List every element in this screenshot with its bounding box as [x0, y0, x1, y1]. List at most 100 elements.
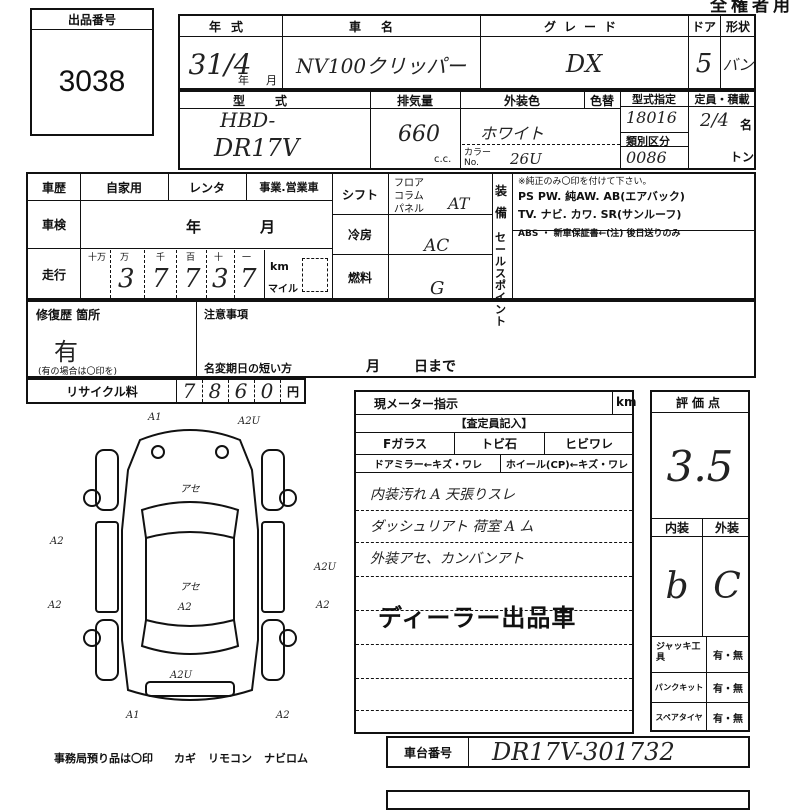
- history-label: 車歴: [41, 180, 66, 195]
- car-damage-diagram: A1 A2U A2 A2 A2 A2U A2 A1 A2U A2 アセ アセ: [30, 410, 350, 740]
- shift-option-column: コラム: [394, 191, 424, 202]
- year-value: 31/4: [188, 47, 252, 81]
- chassis-value: DR17V-301732: [492, 738, 675, 766]
- shift-option-floor: フロア: [394, 178, 424, 189]
- doors-label: ドア: [691, 19, 716, 34]
- type-value-line1: HBD-: [220, 108, 276, 132]
- roof-mark: アセ: [180, 582, 200, 593]
- comment-line1: 内装汚れ A 天張りスレ: [370, 487, 516, 503]
- history-option-business: 事業.営業車: [259, 181, 319, 194]
- equip-line2: TV. ナビ. カワ. SR(サンルーフ): [518, 208, 682, 221]
- section-title: 【査定員記入】: [455, 417, 533, 430]
- vehicle-header-table: 年式 車名 グレード ドア 形状 31/4 年 月 NV100クリッパー DX …: [178, 14, 756, 90]
- windshield-label: Fガラス: [383, 436, 427, 451]
- inspection-month: 月: [260, 218, 276, 236]
- inspection-year: 年: [186, 218, 202, 236]
- office-item-remote: リモコン: [208, 752, 252, 765]
- displacement-label: 排気量: [396, 93, 433, 108]
- color-no-label: カラーNo.: [464, 148, 492, 168]
- fuel-label: 燃料: [347, 270, 372, 285]
- listing-number: 3038: [58, 65, 126, 98]
- category-label: 類別区分: [626, 135, 670, 148]
- damage-mark-front-right: A2U: [238, 416, 261, 427]
- digit-label-100k: 十万: [88, 253, 107, 263]
- grade-label: グレード: [543, 19, 624, 34]
- recycle-table: リサイクル料 7 8 6 0 円: [26, 378, 306, 404]
- repair-table: 修復歴 箇所 有 (有の場合は〇印を) 注意事項 名変期日の短い方 月 日まで: [26, 300, 756, 378]
- doors-value: 5: [695, 49, 713, 79]
- damage-mark-right-mid: A2U: [314, 562, 337, 573]
- model-name-value: NV100クリッパー: [295, 53, 467, 78]
- digit-label-1k: 千: [156, 253, 166, 263]
- office-item-navi: ナビロム: [264, 752, 308, 765]
- digit-label-10k: 万: [120, 253, 130, 263]
- shape-label: 形状: [725, 19, 750, 34]
- jack-label: ジャッキ工具: [656, 642, 701, 663]
- recycle-unit: 円: [286, 384, 299, 399]
- year-unit: 年: [238, 74, 249, 87]
- type-value-line2: DR17V: [214, 134, 300, 162]
- name-change-label: 名変期日の短い方: [204, 362, 292, 375]
- chassis-label: 車台番号: [403, 745, 452, 760]
- displacement-unit: c.c.: [434, 154, 452, 165]
- digit-label-10: 十: [214, 253, 224, 263]
- digit-label-1: 一: [242, 253, 252, 263]
- mileage-label: 走行: [41, 267, 66, 282]
- listing-number-box: 出品番号 3038: [30, 8, 154, 136]
- color-no-value: 26U: [510, 150, 542, 168]
- capacity-unit-ton: トン: [730, 150, 755, 164]
- jack-value: 有・無: [713, 650, 743, 662]
- km-label: km: [270, 260, 289, 273]
- type-label: 型式: [232, 93, 317, 108]
- spare-label: スペアタイヤ: [655, 712, 703, 722]
- puncture-value: 有・無: [713, 683, 743, 695]
- repair-value: 有: [54, 338, 78, 366]
- history-table: 車歴 自家用 レンタ 事業.営業車 車検 年 月 走行 十万 万 千 百 十 一…: [26, 172, 756, 328]
- score-value: 3.5: [666, 441, 734, 491]
- repair-note: (有の場合は〇印を): [38, 367, 118, 377]
- footer-box: [386, 790, 750, 810]
- category-value: 0086: [626, 148, 667, 167]
- mileage-digit-4: 3: [212, 264, 229, 294]
- exterior-value: C: [713, 565, 741, 607]
- name-change-month: 月: [366, 359, 380, 375]
- damage-mark-center: A2: [178, 602, 192, 613]
- comment-line3: 外装アセ、カンバンアト: [370, 551, 525, 567]
- score-label: 評価点: [675, 395, 724, 410]
- interior-label: 内装: [664, 520, 689, 535]
- year-label: 年式: [208, 19, 253, 34]
- interior-value: b: [665, 565, 689, 607]
- office-items-label: 事務局預り品は〇印: [54, 752, 153, 765]
- listing-number-label: 出品番号: [32, 10, 152, 30]
- shift-option-panel: パネル: [394, 204, 424, 215]
- color-change-label: 色替: [589, 93, 614, 108]
- mile-label: マイル: [268, 284, 298, 295]
- equip-label: 装備: [495, 184, 508, 220]
- damage-mark-right-low: A2: [316, 600, 330, 611]
- model-designation-value: 18016: [626, 108, 677, 127]
- ac-label: 冷房: [347, 227, 372, 242]
- month-unit: 月: [266, 74, 277, 87]
- recycle-digit-2: 8: [208, 379, 222, 403]
- mile-checkbox[interactable]: [302, 258, 328, 292]
- meter-unit: km: [616, 395, 637, 409]
- history-option-rental: レンタ: [188, 180, 225, 195]
- digit-label-100: 百: [186, 253, 196, 263]
- inspector-table: 現メーター指示 km 【査定員記入】 Fガラス トビ石 ヒビワレ ドアミラー←キ…: [354, 390, 637, 734]
- history-option-private: 自家用: [105, 180, 142, 195]
- name-change-day: 日まで: [414, 359, 456, 375]
- repair-label: 修復歴 箇所: [36, 308, 101, 322]
- recycle-label: リサイクル料: [66, 384, 138, 399]
- mileage-digit-5: 7: [240, 264, 257, 294]
- chip-label: トビ石: [480, 436, 517, 451]
- capacity-value: 2/4: [700, 110, 729, 131]
- chassis-table: 車台番号 DR17V-301732: [386, 736, 750, 768]
- damage-mark-rear: A2U: [170, 670, 193, 681]
- capacity-label: 定員・積載: [694, 93, 750, 106]
- comment-line2: ダッシュリアト 荷室 A ム: [370, 519, 534, 535]
- damage-mark-rear-right: A2: [276, 710, 290, 721]
- equip-line1: PS PW. 純AW. AB(エアバック): [518, 190, 685, 203]
- exterior-color-value: ホワイト: [480, 124, 545, 143]
- recycle-digit-4: 0: [260, 379, 274, 403]
- mileage-digit-2: 7: [152, 264, 169, 294]
